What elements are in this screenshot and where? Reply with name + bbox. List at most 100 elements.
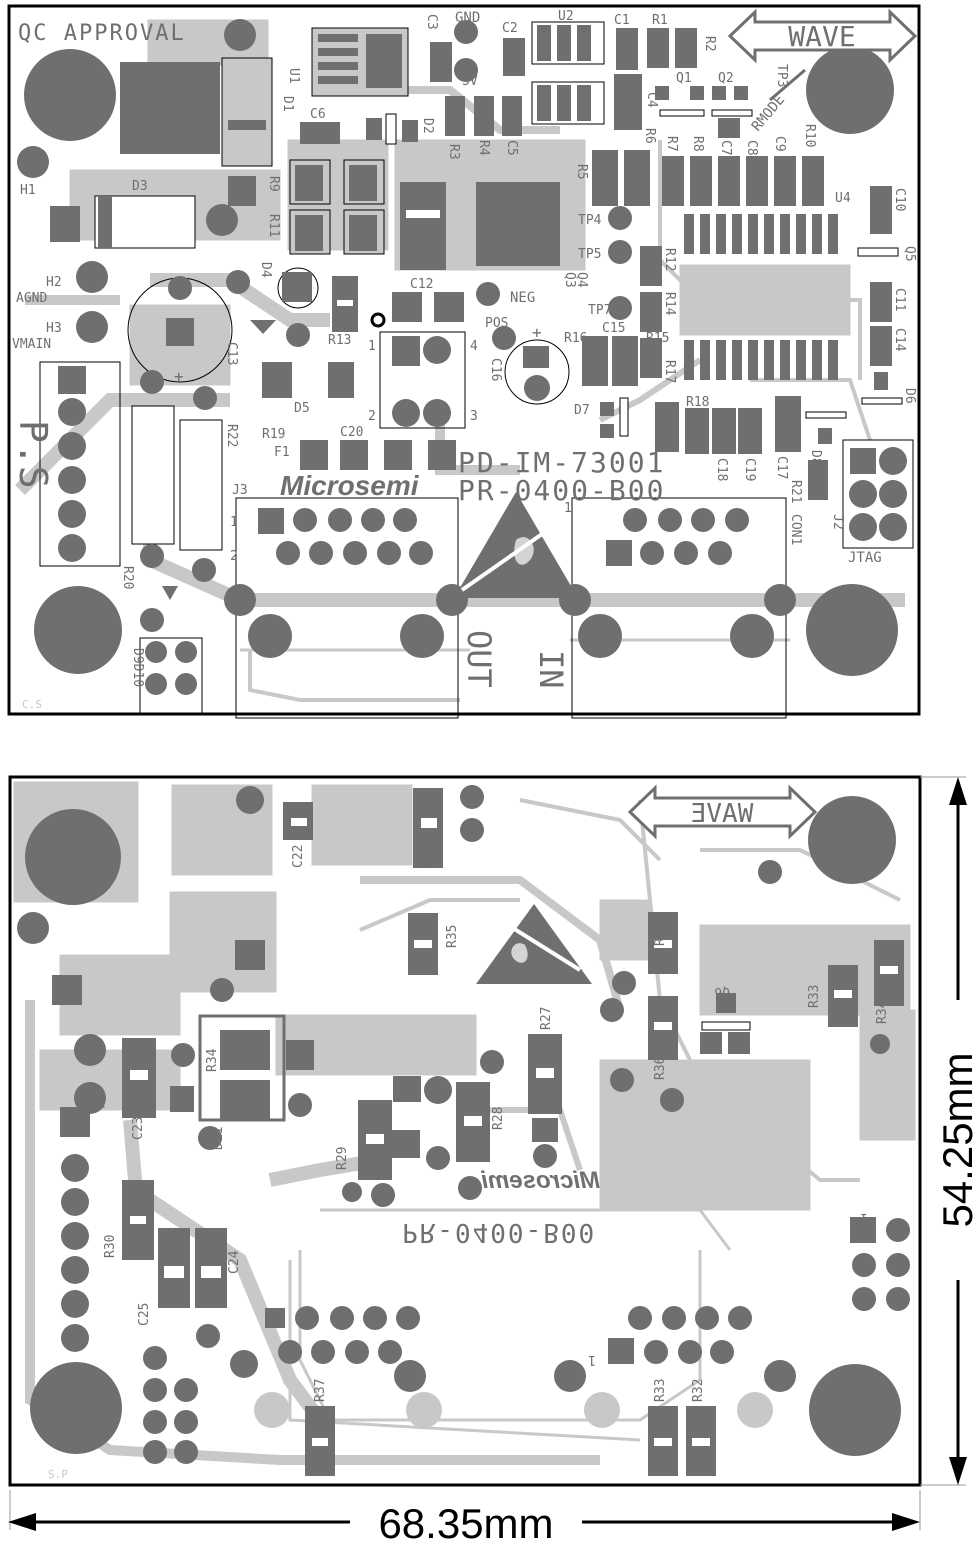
refdes-r5: R5 <box>574 164 589 180</box>
refdes-r27: R27 <box>539 1007 554 1030</box>
height-dimension-label: 54.25mm <box>934 1052 977 1227</box>
refdes-r30: R30 <box>103 1235 118 1258</box>
refdes-c24: C24 <box>227 1250 242 1274</box>
bottom-esd-symbol <box>476 904 592 984</box>
refdes-h2: H2 <box>46 275 62 290</box>
pin-label-3: 3 <box>470 409 478 424</box>
refdes-q3: Q3 <box>562 272 577 288</box>
refdes-c25: C25 <box>137 1303 152 1326</box>
pos-label: POS <box>485 316 508 331</box>
bottom-ps-label: S.P <box>48 1468 68 1481</box>
refdes-r32: R32 <box>653 923 668 946</box>
refdes-c3: C3 <box>424 14 439 30</box>
refdes-c16: C16 <box>488 358 503 381</box>
refdes-r25: R33 <box>807 985 822 1008</box>
bottom-board: WAVE PR-0400-B00 Microsemi S.P C22 C21 R… <box>8 775 922 1487</box>
refdes-d6: D6 <box>902 388 917 404</box>
refdes-u4: U4 <box>835 191 851 206</box>
refdes-r7: R7 <box>664 136 679 152</box>
refdes-tp7: TP7 <box>588 303 611 318</box>
refdes-r3: R3 <box>446 144 461 160</box>
refdes-r12: R12 <box>662 248 677 271</box>
refdes-f1: F1 <box>274 445 290 460</box>
refdes-r15: R15 <box>646 331 669 346</box>
pin-label-con1-1: 1 <box>564 501 572 516</box>
refdes-c14: C14 <box>892 328 907 352</box>
refdes-c6: C6 <box>310 107 326 122</box>
refdes-q1: Q1 <box>676 71 692 86</box>
refdes-r2: R2 <box>702 36 717 52</box>
bottom-wave-arrow: WAVE <box>627 784 818 840</box>
refdes-d1: D1 <box>280 96 295 112</box>
bottom-components <box>52 785 910 1476</box>
refdes-d9d10: D9D10 <box>130 648 145 687</box>
refdes-q5: Q5 <box>902 246 917 262</box>
refdes-r4: R4 <box>476 140 491 156</box>
refdes-c2: C2 <box>502 21 518 36</box>
dimension-width: 68.35mm <box>8 1490 921 1543</box>
refdes-c20: C20 <box>340 425 363 440</box>
refdes-c8: C8 <box>744 140 759 156</box>
cs-label: C.S <box>22 698 42 711</box>
bottom-microsemi-logo: Microsemi <box>480 1167 600 1194</box>
refdes-d5: D5 <box>294 401 310 416</box>
refdes-r22: R22 <box>224 424 239 447</box>
qc-approval-label: QC APPROVAL <box>18 21 186 46</box>
refdes-c21: C21 <box>421 845 436 868</box>
refdes-c23: C23 <box>131 1117 146 1140</box>
refdes-r8: R8 <box>690 136 705 152</box>
top-esd-symbol <box>454 492 578 598</box>
microsemi-logo: Microsemi <box>280 470 420 501</box>
refdes-u1: U1 <box>286 68 301 84</box>
revision-label: PR-0400-B00 <box>458 474 665 507</box>
pin-label-j3-1: 1 <box>230 515 238 530</box>
pin-label-bottom-1: 1 <box>588 1352 596 1367</box>
refdes-d11: D11 <box>211 1127 226 1150</box>
refdes-r32b: R32 <box>691 1379 706 1402</box>
refdes-c4: C4 <box>644 92 659 108</box>
refdes-d2: D2 <box>420 118 435 134</box>
c16-polarity: + <box>532 323 542 342</box>
refdes-r1: R1 <box>652 13 668 28</box>
refdes-r20: R20 <box>120 566 135 589</box>
agnd-label: AGND <box>16 291 47 306</box>
top-components <box>39 19 914 719</box>
refdes-d8: D8 <box>808 450 823 466</box>
pin-label-bottom-c23: 1 <box>98 1094 106 1109</box>
bottom-wave-label: WAVE <box>691 799 754 829</box>
jtag-label: JTAG <box>848 550 882 566</box>
refdes-r24: R34 <box>875 1000 890 1024</box>
five-v-label: 5V <box>462 74 478 89</box>
part-number-label: PD-IM-73001 <box>458 446 665 479</box>
bottom-silkscreen-text: PR-0400-B00 Microsemi S.P <box>48 1167 600 1481</box>
refdes-c10: C10 <box>892 188 907 211</box>
refdes-r9: R9 <box>266 176 281 192</box>
refdes-r36: R36 <box>653 1057 668 1080</box>
dimension-height: 54.25mm <box>920 776 977 1486</box>
refdes-q2: Q2 <box>718 71 734 86</box>
refdes-c13: C13 <box>224 342 239 365</box>
refdes-tp3: TP3 <box>774 64 789 87</box>
refdes-r11: R11 <box>266 214 281 237</box>
pin-label-2: 2 <box>368 409 376 424</box>
out-label: OUT <box>460 630 498 688</box>
bottom-refdes: C22 C21 R35 R27 R32 Q6 R36 R33 R34 R34 D… <box>98 845 890 1402</box>
refdes-c1: C1 <box>614 13 630 28</box>
refdes-r21: R21 <box>788 480 803 503</box>
refdes-c9: C9 <box>772 136 787 152</box>
refdes-j3: J3 <box>232 483 248 498</box>
refdes-c22: C22 <box>291 845 306 868</box>
refdes-r6: R6 <box>642 128 657 144</box>
refdes-q6: Q6 <box>714 984 730 999</box>
bottom-revision-label: PR-0400-B00 <box>402 1217 596 1247</box>
neg-label: NEG <box>510 290 535 306</box>
refdes-j2: J2 <box>830 514 845 530</box>
top-board: WAVE QC APPROVAL GND 5V RMODE AGND VMAIN… <box>7 4 921 719</box>
refdes-r34: R34 <box>205 1048 220 1072</box>
refdes-c17: C17 <box>774 456 789 479</box>
refdes-r35: R35 <box>445 925 460 948</box>
refdes-d4: D4 <box>258 262 273 278</box>
refdes-c18: C18 <box>714 458 729 481</box>
refdes-u2: U2 <box>558 9 574 24</box>
top-mounting-holes <box>17 46 898 676</box>
